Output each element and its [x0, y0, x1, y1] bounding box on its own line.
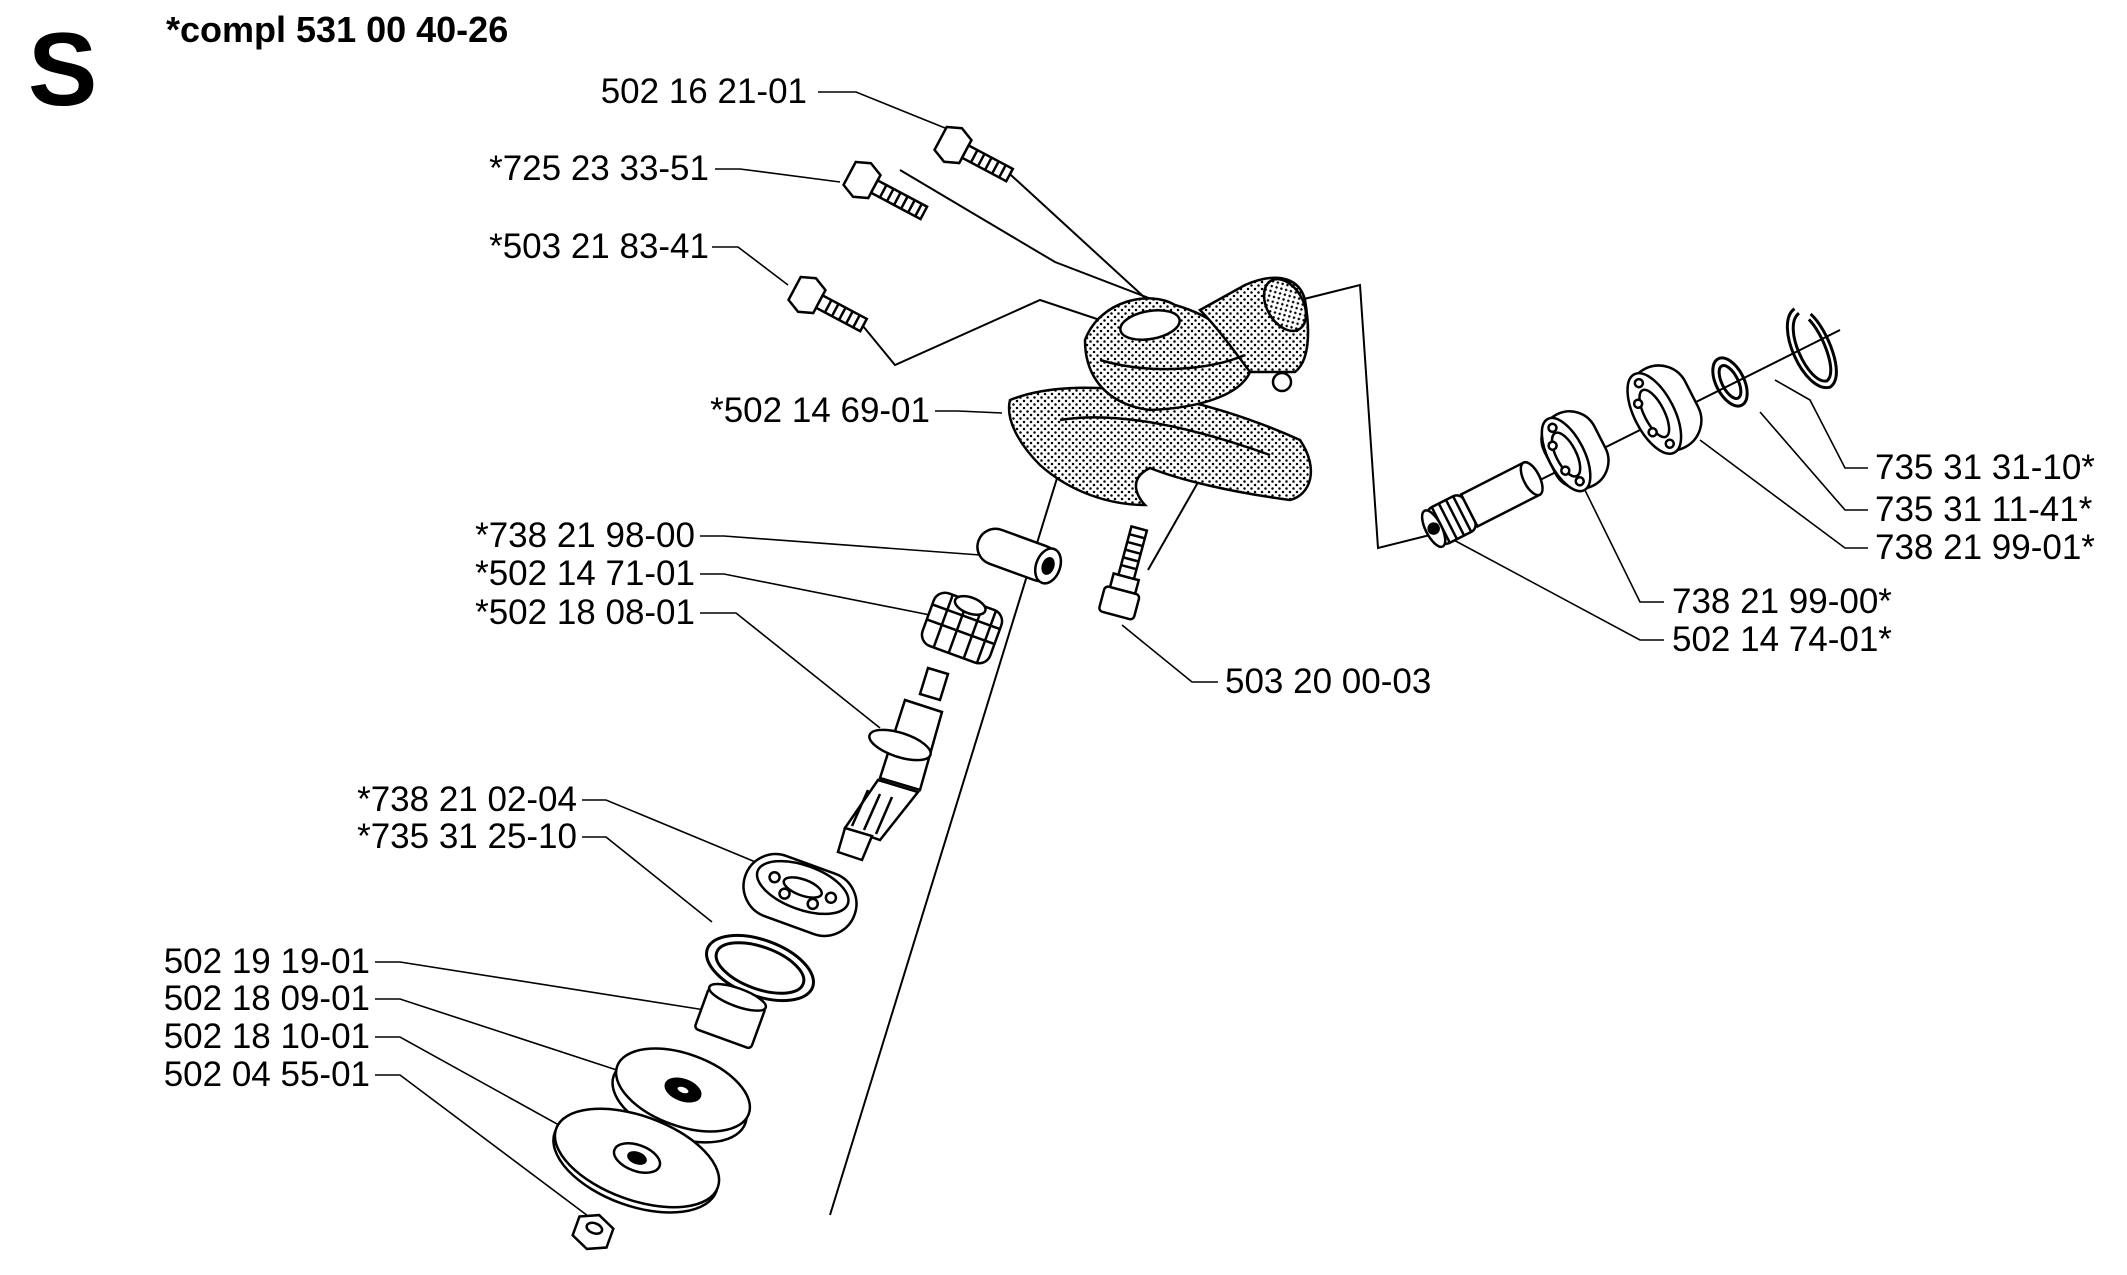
leader-line: [935, 410, 1003, 414]
screw-503-20-00-03: [1098, 524, 1149, 621]
leader-line: [375, 1074, 601, 1226]
part-label-738-21-98-00[interactable]: *738 21 98-00: [475, 516, 695, 555]
leader-line: [1699, 439, 1868, 549]
leader-line: [712, 246, 789, 286]
part-label-735-31-11-41[interactable]: 735 31 11-41*: [1875, 490, 2093, 529]
screw-725-23-33-51: [842, 160, 929, 221]
pinion-gear-502-14-74-01: [1420, 460, 1544, 549]
leader-line: [700, 612, 881, 729]
washer-502-18-10-01: [552, 1107, 721, 1214]
part-label-502-18-08-01[interactable]: *502 18 08-01: [475, 593, 695, 632]
part-label-738-21-99-01[interactable]: 738 21 99-01*: [1875, 528, 2095, 567]
part-label-502-19-19-01[interactable]: 502 19 19-01: [163, 942, 370, 981]
leader-line: [1449, 537, 1664, 641]
leader-line: [700, 573, 946, 619]
part-label-502-04-55-01[interactable]: 502 04 55-01: [163, 1055, 370, 1094]
leader-line: [375, 998, 633, 1076]
kit-title: *compl 531 00 40-26: [166, 9, 509, 50]
part-label-503-21-83-41[interactable]: *503 21 83-41: [489, 227, 709, 266]
part-label-502-14-74-01[interactable]: 502 14 74-01*: [1672, 620, 1892, 659]
bevel-gear-502-14-71-01: [920, 591, 1004, 665]
leader-line: [582, 799, 771, 869]
leader-lines: [375, 91, 1868, 1226]
leader-line: [375, 961, 706, 1011]
leader-line: [1774, 379, 1868, 469]
ball-bearing-738-21-98-00: [976, 527, 1063, 585]
part-label-735-31-31-10[interactable]: 735 31 31-10*: [1875, 448, 2095, 487]
sleeve-502-19-19-01: [694, 982, 768, 1050]
leader-line: [818, 91, 946, 129]
part-label-725-23-33-51[interactable]: *725 23 33-51: [489, 149, 709, 188]
part-label-502-14-69-01[interactable]: *502 14 69-01: [710, 391, 930, 430]
part-label-738-21-99-00[interactable]: 738 21 99-00*: [1672, 582, 1892, 621]
part-label-735-31-25-10[interactable]: *735 31 25-10: [357, 817, 577, 856]
ball-bearing-738-21-99-00: [1540, 410, 1610, 493]
retaining-ring-735-31-11-41: [1711, 356, 1749, 408]
leader-line: [1579, 479, 1664, 603]
part-label-502-16-21-01[interactable]: 502 16 21-01: [600, 72, 807, 111]
leader-line: [715, 168, 841, 183]
ball-bearing-738-21-99-01: [1626, 364, 1703, 455]
part-label-738-21-02-04[interactable]: *738 21 02-04: [357, 780, 577, 819]
circlip-735-31-31-10: [1785, 307, 1838, 389]
screw-503-21-83-41: [787, 275, 869, 333]
gear-housing-502-14-69-01: [1007, 276, 1313, 507]
leader-line: [1759, 411, 1868, 511]
section-letter: S: [28, 12, 98, 128]
part-label-502-18-10-01[interactable]: 502 18 10-01: [163, 1017, 370, 1056]
ball-bearing-738-21-02-04: [742, 852, 858, 938]
part-label-502-14-71-01[interactable]: *502 14 71-01: [475, 554, 695, 593]
part-label-502-18-09-01[interactable]: 502 18 09-01: [163, 979, 370, 1018]
leader-line: [375, 1036, 596, 1146]
leader-line: [1121, 624, 1218, 683]
leader-line: [700, 535, 981, 556]
nut-502-04-55-01: [571, 1213, 615, 1251]
leader-line: [582, 836, 713, 923]
screw-502-16-21-01: [933, 125, 1015, 183]
output-shaft-502-18-08-01: [836, 666, 950, 862]
part-label-503-20-00-03[interactable]: 503 20 00-03: [1225, 662, 1432, 701]
